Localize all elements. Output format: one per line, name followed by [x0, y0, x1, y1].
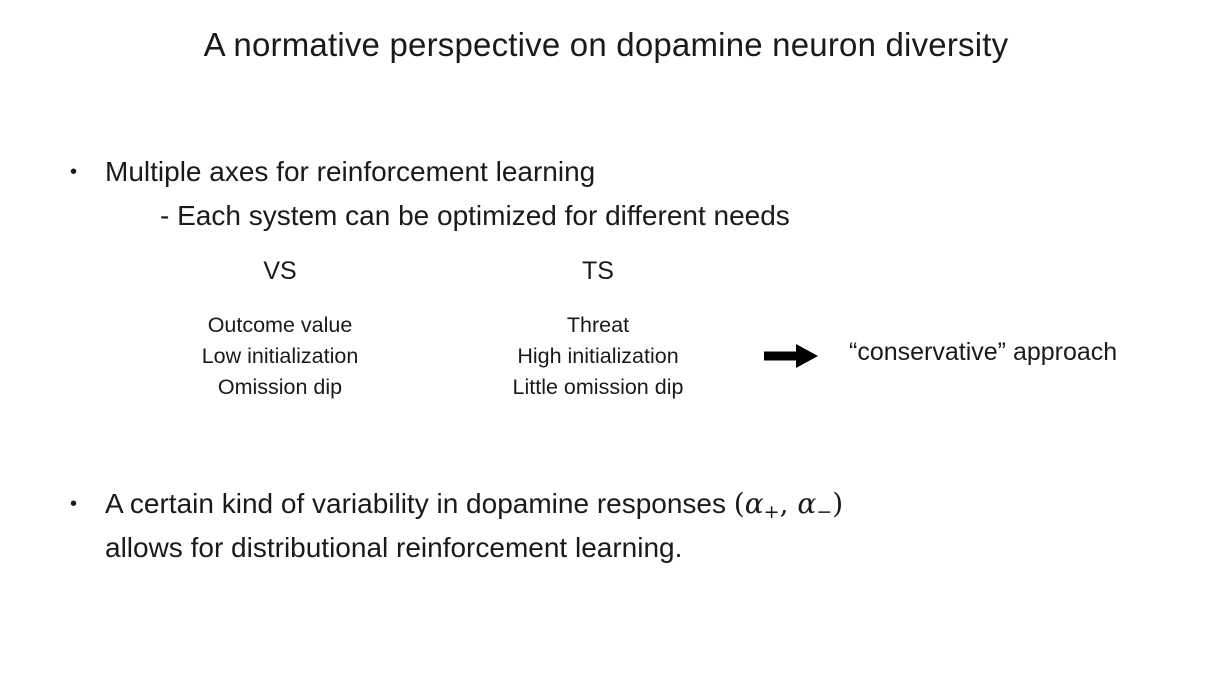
alpha-plus-symbol: α	[744, 487, 764, 520]
bullet2-line1: A certain kind of variability in dopamin…	[105, 482, 843, 526]
ts-item-threat: Threat	[566, 313, 630, 337]
subscript-plus: +	[763, 500, 780, 523]
alpha-minus-symbol: α	[797, 487, 817, 520]
vs-header: VS	[263, 257, 297, 285]
bullet-dot-icon: •	[70, 493, 78, 515]
bullet-item-multiple-axes: • Multiple axes for reinforcement learni…	[70, 150, 790, 238]
ts-header: TS	[582, 257, 614, 285]
bullet-subtext: - Each system can be optimized for diffe…	[160, 200, 790, 231]
vs-column: VS Outcome value Low initialization Omis…	[155, 256, 405, 403]
ts-item-high-initialization: High initialization	[517, 344, 679, 368]
comma: ,	[779, 487, 798, 520]
bullet2-line1-text: A certain kind of variability in dopamin…	[105, 488, 734, 519]
subscript-minus: −	[816, 500, 833, 523]
alpha-notation: (α+, α−)	[733, 487, 844, 523]
ts-item-little-omission-dip: Little omission dip	[512, 375, 684, 399]
right-arrow-icon	[764, 344, 818, 368]
vs-item-low-initialization: Low initialization	[201, 344, 359, 368]
bullet-item-variability: • A certain kind of variability in dopam…	[70, 482, 843, 570]
bullet2-line2: allows for distributional reinforcement …	[105, 532, 683, 563]
slide-title: A normative perspective on dopamine neur…	[203, 26, 1009, 63]
bullet-text: Multiple axes for reinforcement learning	[105, 156, 596, 187]
paren-open: (	[733, 487, 745, 520]
ts-column: TS Threat High initialization Little omi…	[473, 256, 723, 403]
conservative-approach-label: “conservative” approach	[849, 338, 1118, 366]
vs-item-omission-dip: Omission dip	[217, 375, 343, 399]
vs-item-outcome-value: Outcome value	[207, 313, 353, 337]
bullet-dot-icon: •	[70, 161, 78, 183]
paren-close: )	[832, 487, 844, 520]
